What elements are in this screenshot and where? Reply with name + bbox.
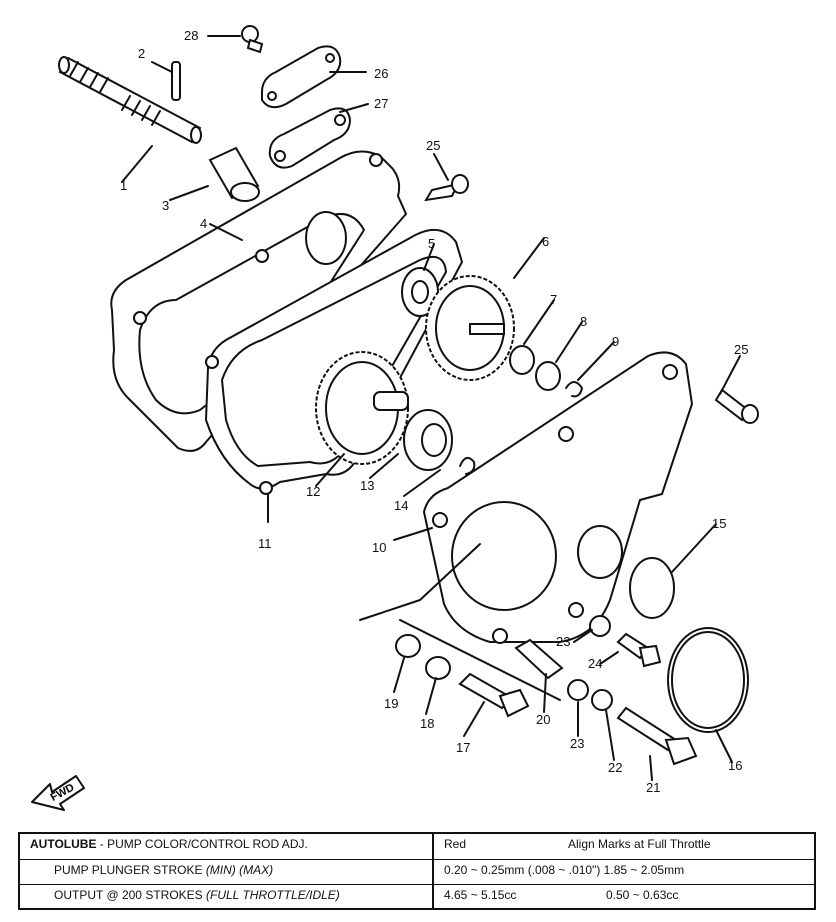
stud-part-25a: [424, 174, 469, 202]
callout-2: 2: [138, 46, 145, 61]
bolt-part-17: [458, 672, 530, 718]
bolt-part-24: [616, 632, 662, 668]
washer-part-7: [509, 345, 535, 375]
screw-part-28: [241, 25, 264, 54]
washer-part-23b: [589, 615, 611, 637]
washer-part-22: [591, 689, 613, 711]
o-ring-part-16: [667, 627, 749, 733]
exploded-parts-diagram: 1 2 3 4 5 6 7 8 9 10 11 12 13 14 15 16 1…: [58, 25, 759, 795]
table-header-red: Red: [444, 837, 467, 851]
case-gasket-part-11: [204, 229, 464, 490]
collar-part-3: [208, 146, 260, 202]
callout-27: 27: [374, 96, 388, 111]
worm-shaft-part-1: [58, 56, 202, 144]
callout-16: 16: [728, 758, 742, 773]
bolt-part-25b: [714, 388, 759, 424]
callout-28: 28: [184, 28, 198, 43]
callout-6: 6: [542, 234, 549, 249]
dowel-part-20: [514, 638, 564, 680]
gasket-part-27: [268, 107, 352, 169]
table-header-align-marks: Align Marks at Full Throttle: [568, 837, 711, 851]
callout-1: 1: [120, 178, 127, 193]
callout-20: 20: [536, 712, 550, 727]
callout-22: 22: [608, 760, 622, 775]
callout-8: 8: [580, 314, 587, 329]
circlip-part-15: [629, 557, 675, 619]
callout-26: 26: [374, 66, 388, 81]
callout-9: 9: [612, 334, 619, 349]
gear-part-6: [425, 275, 515, 381]
washer-part-23a: [567, 679, 589, 701]
callout-21: 21: [646, 780, 660, 795]
washer-part-8: [535, 361, 561, 391]
output-full-throttle-value: 4.65 ~ 5.15cc: [444, 888, 517, 902]
pump-cover-part-10: [422, 351, 694, 643]
gear-part-12: [315, 351, 409, 465]
callout-17: 17: [456, 740, 470, 755]
callout-23-upper: 23: [556, 634, 570, 649]
output-label: OUTPUT @ 200 STROKES (FULL THROTTLE/IDLE…: [54, 888, 340, 902]
callout-14: 14: [394, 498, 408, 513]
table-row-stroke: PUMP PLUNGER STROKE (MIN) (MAX) 0.20 ~ 0…: [20, 859, 814, 884]
circlip-part-9: [565, 381, 583, 398]
table-row-output: OUTPUT @ 200 STROKES (FULL THROTTLE/IDLE…: [20, 884, 814, 909]
callout-12: 12: [306, 484, 320, 499]
callout-5: 5: [428, 236, 435, 251]
autolube-spec-table: AUTOLUBE - PUMP COLOR/CONTROL ROD ADJ. R…: [18, 832, 816, 910]
callout-25-right: 25: [734, 342, 748, 357]
stroke-value: 0.20 ~ 0.25mm (.008 ~ .010") 1.85 ~ 2.05…: [444, 863, 685, 877]
washer-part-18: [425, 656, 451, 680]
bolt-part-21: [616, 706, 698, 766]
output-idle-value: 0.50 ~ 0.63cc: [606, 888, 679, 902]
callout-4: 4: [200, 216, 207, 231]
washer-part-19: [395, 634, 421, 658]
callout-18: 18: [420, 716, 434, 731]
cover-plate-part-26: [261, 45, 342, 109]
stroke-label: PUMP PLUNGER STROKE (MIN) (MAX): [54, 863, 274, 877]
callout-19: 19: [384, 696, 398, 711]
callout-13: 13: [360, 478, 374, 493]
bearing-part-13: [403, 409, 453, 471]
bearing-part-5: [401, 267, 439, 317]
callout-15: 15: [712, 516, 726, 531]
callout-24: 24: [588, 656, 602, 671]
forward-arrow-icon: FWD: [31, 775, 85, 811]
callout-7: 7: [550, 292, 557, 307]
callout-11: 11: [258, 536, 272, 551]
callout-3: 3: [162, 198, 169, 213]
callout-10: 10: [372, 540, 386, 555]
callout-25-upper: 25: [426, 138, 440, 153]
table-header-row: AUTOLUBE - PUMP COLOR/CONTROL ROD ADJ. R…: [20, 834, 814, 858]
table-header-label: AUTOLUBE - PUMP COLOR/CONTROL ROD ADJ.: [30, 837, 308, 851]
callout-23-lower: 23: [570, 736, 584, 751]
pin-part-2: [171, 61, 181, 101]
